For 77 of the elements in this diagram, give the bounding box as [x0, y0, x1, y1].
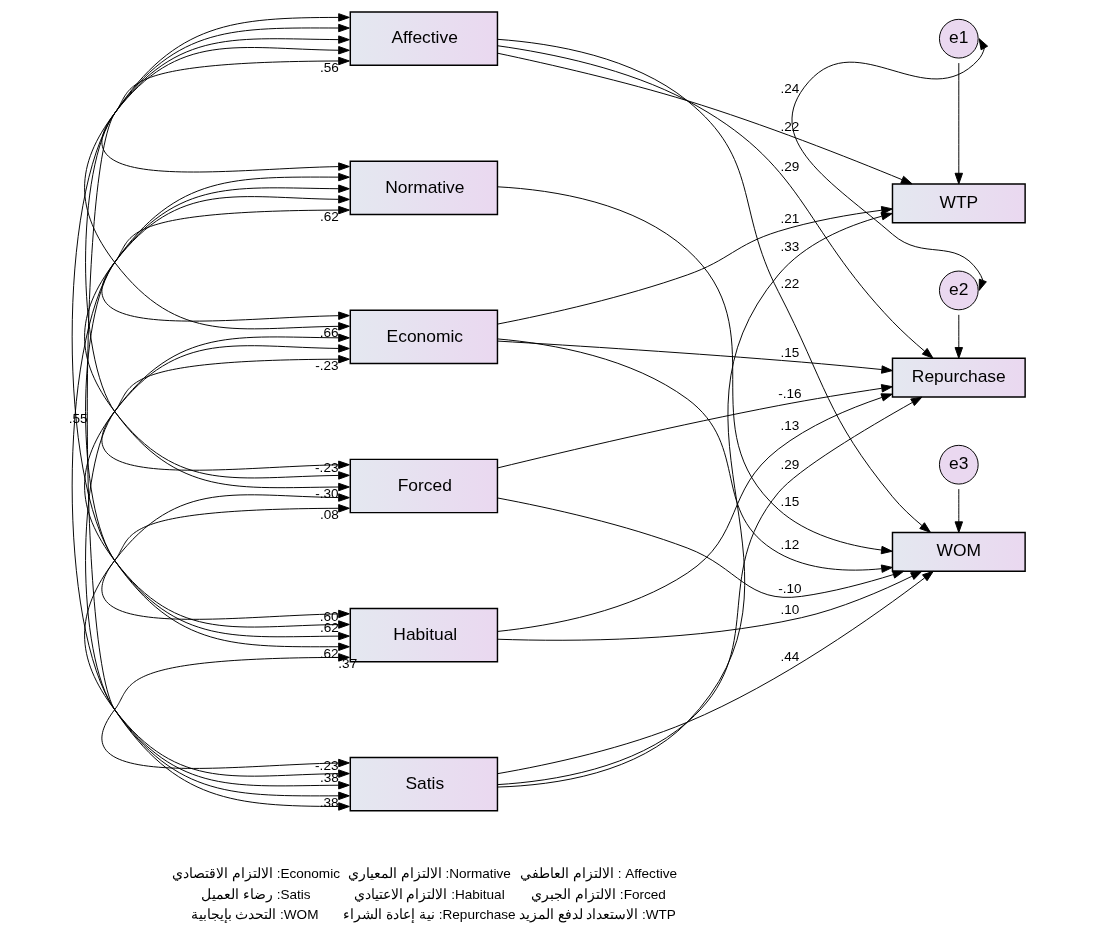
arrow — [496, 206, 893, 325]
arrow — [496, 38, 931, 533]
edge-label: .29 — [779, 456, 799, 472]
edge-label: .44 — [779, 649, 799, 665]
arrow — [101, 653, 350, 769]
arrow — [496, 570, 934, 775]
arrow — [496, 396, 922, 786]
edge-label: .12 — [779, 537, 799, 553]
node-box: WTP — [891, 183, 1026, 224]
node-circle: e1 — [938, 18, 979, 59]
arrow — [86, 13, 350, 811]
edge-label: .22 — [779, 275, 799, 291]
arrow — [84, 333, 350, 790]
edge-label: .10 — [779, 602, 799, 617]
edge-label: -.23 — [314, 358, 339, 374]
arrow — [496, 45, 933, 359]
arrow — [83, 493, 350, 778]
arrow — [954, 62, 963, 185]
edge-label: .38 — [319, 794, 339, 810]
arrow — [101, 354, 350, 471]
arrow — [954, 488, 963, 533]
arrow — [84, 184, 350, 641]
edge-label: -.10 — [777, 580, 802, 596]
arrow — [791, 38, 988, 291]
label: التحدث بإيجابية :WOM — [190, 906, 318, 922]
edge-label: .56 — [319, 59, 339, 75]
node-box: Affective — [349, 11, 498, 67]
label: الالتزام الاقتصادي :Economic — [171, 866, 340, 882]
node-box: Forced — [349, 458, 498, 514]
arrow — [496, 52, 912, 185]
arrow — [496, 338, 893, 573]
edge-label: .33 — [779, 238, 799, 254]
arrow — [83, 344, 350, 629]
arrow — [496, 340, 893, 374]
arrow — [83, 195, 350, 480]
label: رضاء العميل :Satis — [200, 886, 311, 902]
edge-label: .62 — [319, 645, 339, 661]
edge-label: .22 — [779, 118, 799, 134]
node-box: Satis — [349, 756, 498, 812]
edge-label: .15 — [779, 345, 799, 361]
arrow — [496, 497, 904, 598]
label: الالتزام المعياري :Normative — [347, 866, 511, 882]
arrow — [496, 186, 893, 555]
arrow — [496, 570, 922, 641]
edge-label: .38 — [319, 769, 339, 785]
arrow — [101, 56, 350, 173]
arrow — [71, 172, 350, 801]
edge-label: -.16 — [777, 386, 802, 402]
label: الالتزام الاعتيادي :Habitual — [353, 886, 505, 902]
edge-label: .24 — [779, 80, 799, 96]
node-circle: e3 — [938, 444, 979, 485]
node-circle: e2 — [938, 270, 979, 311]
label: الالتزام العاطفي : Affective — [519, 866, 677, 882]
arrow — [101, 205, 350, 322]
arrow — [83, 46, 350, 331]
arrow — [954, 314, 963, 359]
label: الالتزام الجبري :Forced — [530, 886, 666, 902]
edge-label: .29 — [779, 158, 799, 174]
arrow — [84, 35, 350, 492]
arrow — [71, 23, 350, 651]
node-box: Repurchase — [891, 357, 1026, 398]
edge-label: .66 — [319, 325, 339, 341]
arrow — [496, 384, 893, 469]
node-box: WOM — [891, 531, 1026, 572]
node-box: Economic — [349, 309, 498, 365]
edge-label: .21 — [779, 210, 799, 226]
arrow — [496, 393, 893, 632]
label: الاستعداد لدفع المزيد :WTP — [518, 906, 676, 922]
edge-label: .15 — [779, 493, 799, 509]
edge-label: .08 — [319, 507, 339, 523]
arrow — [101, 504, 350, 620]
edge-label: .62 — [319, 208, 339, 224]
node-box: Normative — [349, 160, 498, 216]
edge-label: .13 — [779, 418, 799, 434]
arrow — [496, 212, 893, 788]
edge-label: -.30 — [314, 485, 339, 501]
label: نية إعادة الشراء :Repurchase — [343, 906, 516, 922]
